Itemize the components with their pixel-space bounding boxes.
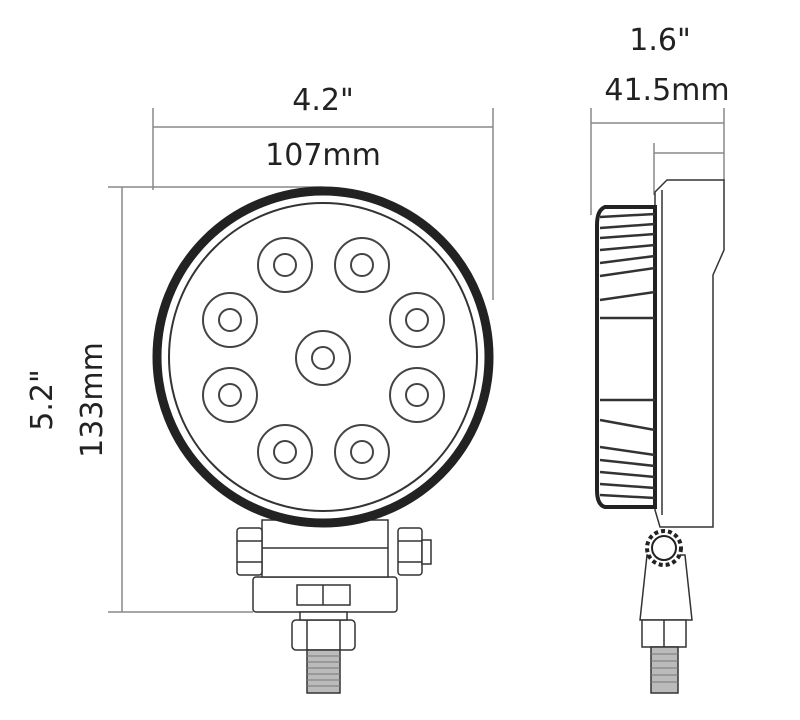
side-threaded-bolt: [650, 646, 679, 694]
side-lens-fins: [595, 205, 657, 509]
led: [334, 237, 390, 293]
width-dimension: 4.2" 107mm: [152, 83, 494, 300]
width-inches-label: 4.2": [292, 83, 354, 118]
led: [389, 367, 445, 423]
depth-inches-label: 1.6": [629, 23, 691, 58]
depth-dimension: 1.6" 41.5mm: [590, 23, 730, 215]
led: [334, 424, 390, 480]
led: [295, 330, 351, 386]
side-view: [595, 179, 725, 694]
front-view: [152, 186, 494, 694]
height-mm-label: 133mm: [75, 342, 110, 458]
led: [257, 424, 313, 480]
led: [257, 237, 313, 293]
led: [389, 292, 445, 348]
height-inches-label: 5.2": [25, 369, 60, 431]
lens: [168, 202, 478, 512]
led-group: [202, 237, 445, 480]
height-dimension: 5.2" 133mm: [25, 186, 323, 613]
depth-mm-label: 41.5mm: [604, 73, 729, 108]
side-housing: [654, 179, 725, 528]
led: [202, 292, 258, 348]
led: [202, 367, 258, 423]
width-mm-label: 107mm: [265, 138, 381, 173]
